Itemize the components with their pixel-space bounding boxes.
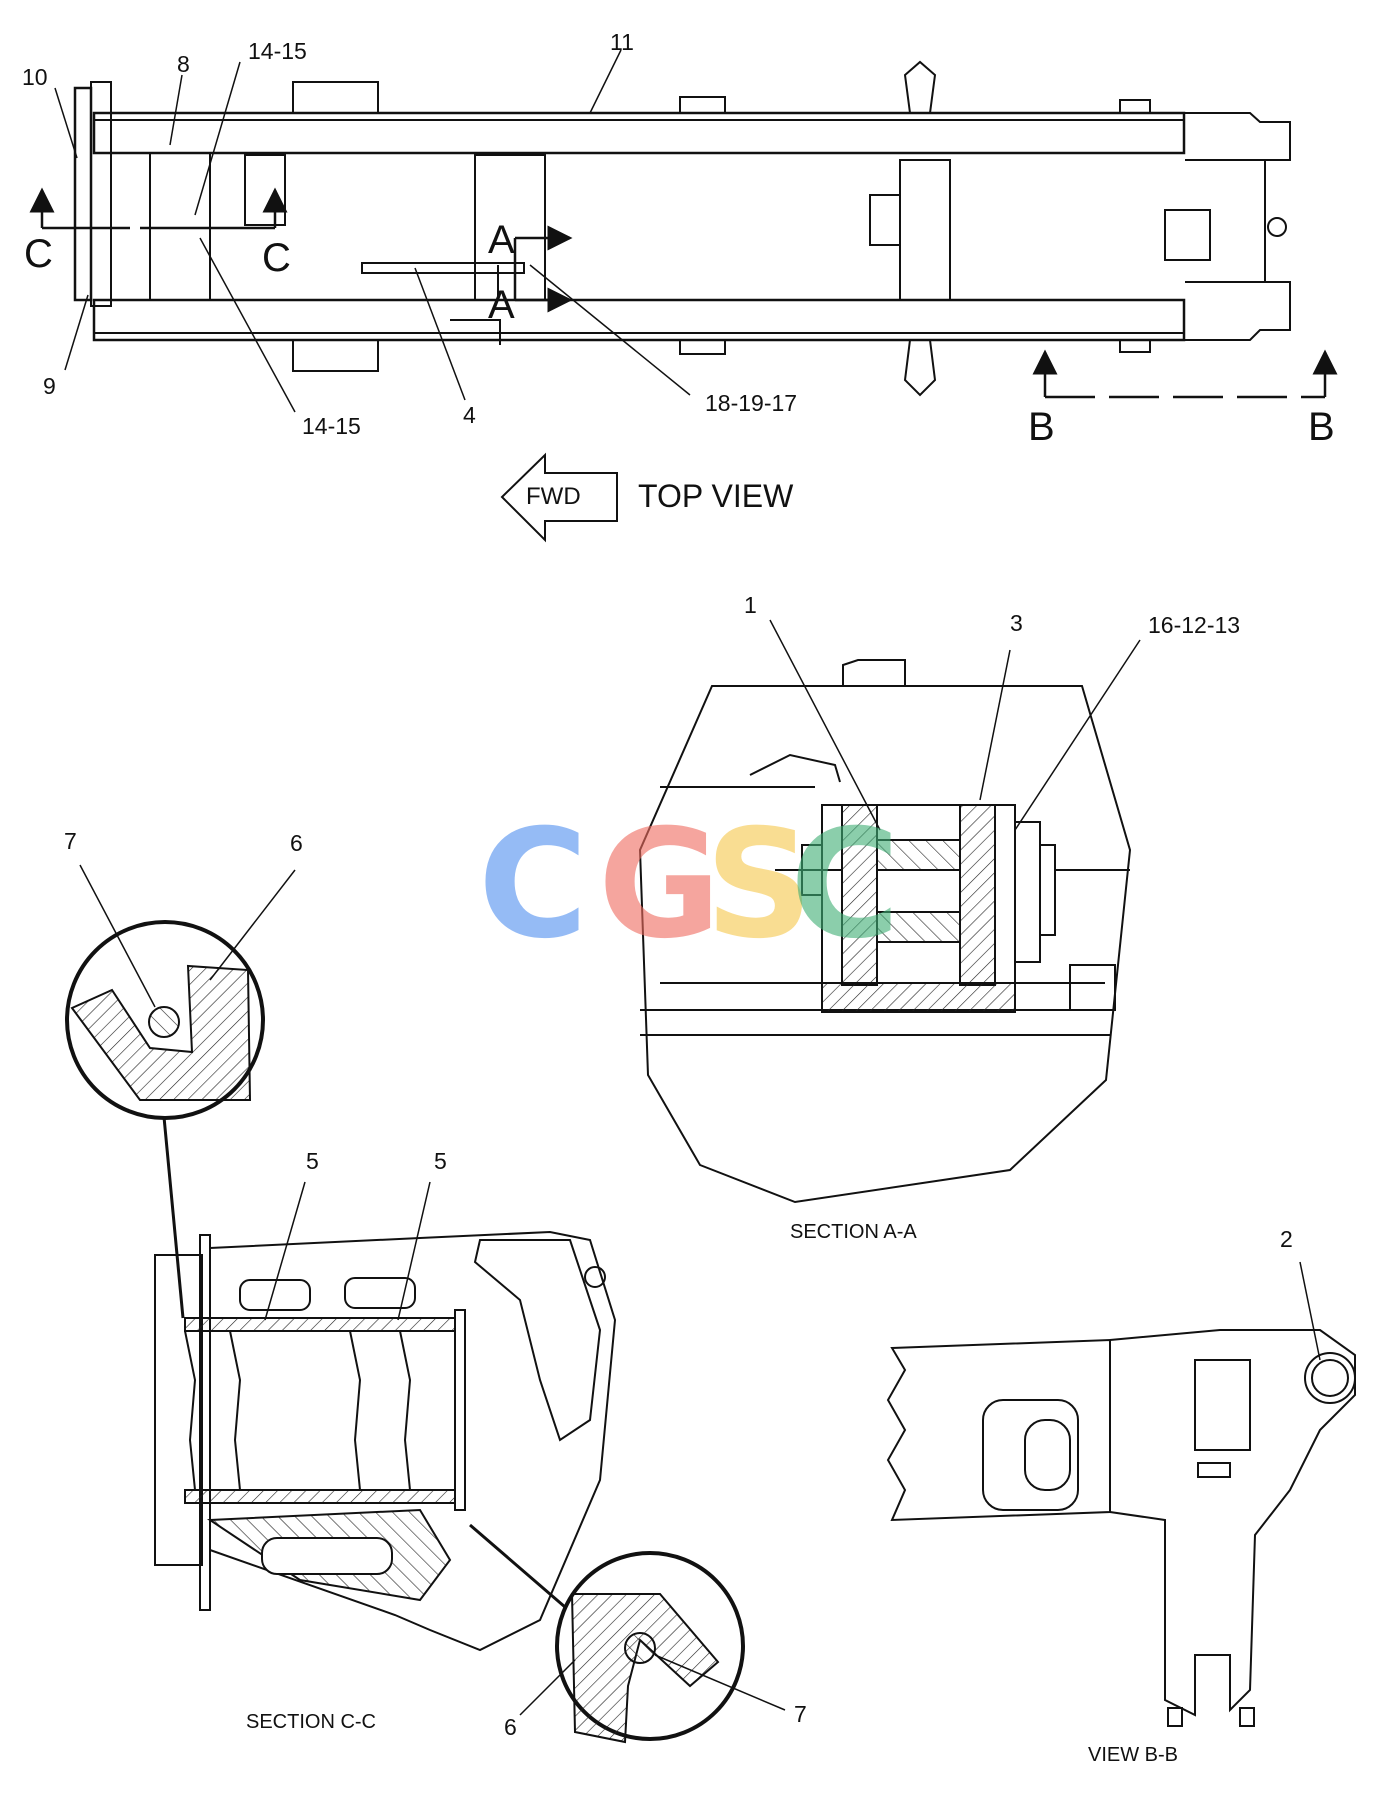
section-aa-drawing	[638, 659, 1132, 1204]
callout-9: 9	[43, 373, 56, 399]
callout-7-lower: 7	[794, 1701, 807, 1727]
callout-6-upper: 6	[290, 830, 303, 856]
detail-contents	[70, 964, 720, 1744]
section-cc-drawing	[154, 1230, 617, 1652]
callout-16-12-13: 16-12-13	[1148, 612, 1241, 638]
callout-14-15-bottom: 14-15	[302, 413, 361, 439]
watermark-letter-g: G	[598, 798, 722, 972]
callout-11: 11	[610, 29, 634, 55]
section-cc-caption: SECTION C-C	[246, 1711, 376, 1733]
callout-1: 1	[744, 592, 757, 618]
callout-5-left: 5	[306, 1148, 319, 1174]
watermark-letter-c2: C	[790, 798, 901, 972]
section-lines	[29, 187, 1338, 399]
section-a-bottom-letter: A	[488, 283, 515, 327]
callout-5-right: 5	[434, 1148, 447, 1174]
callout-6-lower: 6	[504, 1714, 517, 1740]
watermark-letter-c1: C	[478, 798, 589, 972]
fwd-label: FWD	[526, 483, 581, 510]
top-view-leaders	[54, 49, 691, 413]
top-view-title: TOP VIEW	[638, 478, 794, 514]
watermark-letter-s: S	[705, 798, 814, 972]
view-bb-leader	[1299, 1261, 1321, 1361]
callout-18-19-17: 18-19-17	[705, 390, 798, 416]
section-aa-leaders	[769, 619, 1141, 831]
section-cc-leaders	[79, 864, 786, 1716]
section-c-left-letter: C	[24, 232, 53, 276]
callout-10: 10	[22, 64, 48, 90]
fwd-arrow	[500, 452, 618, 543]
section-b-right-letter: B	[1308, 405, 1335, 449]
callout-2: 2	[1280, 1226, 1293, 1252]
callout-3: 3	[1010, 610, 1023, 636]
section-aa-caption: SECTION A-A	[790, 1221, 917, 1243]
section-a-top-letter: A	[488, 218, 515, 262]
section-c-right-letter: C	[262, 236, 291, 280]
callout-4: 4	[463, 402, 476, 428]
view-bb-drawing	[886, 1329, 1356, 1727]
view-bb-caption: VIEW B-B	[1088, 1744, 1179, 1766]
callout-7-upper: 7	[64, 828, 77, 854]
callout-8: 8	[177, 51, 190, 77]
section-b-left-letter: B	[1028, 405, 1055, 449]
callout-14-15-top: 14-15	[248, 38, 307, 64]
